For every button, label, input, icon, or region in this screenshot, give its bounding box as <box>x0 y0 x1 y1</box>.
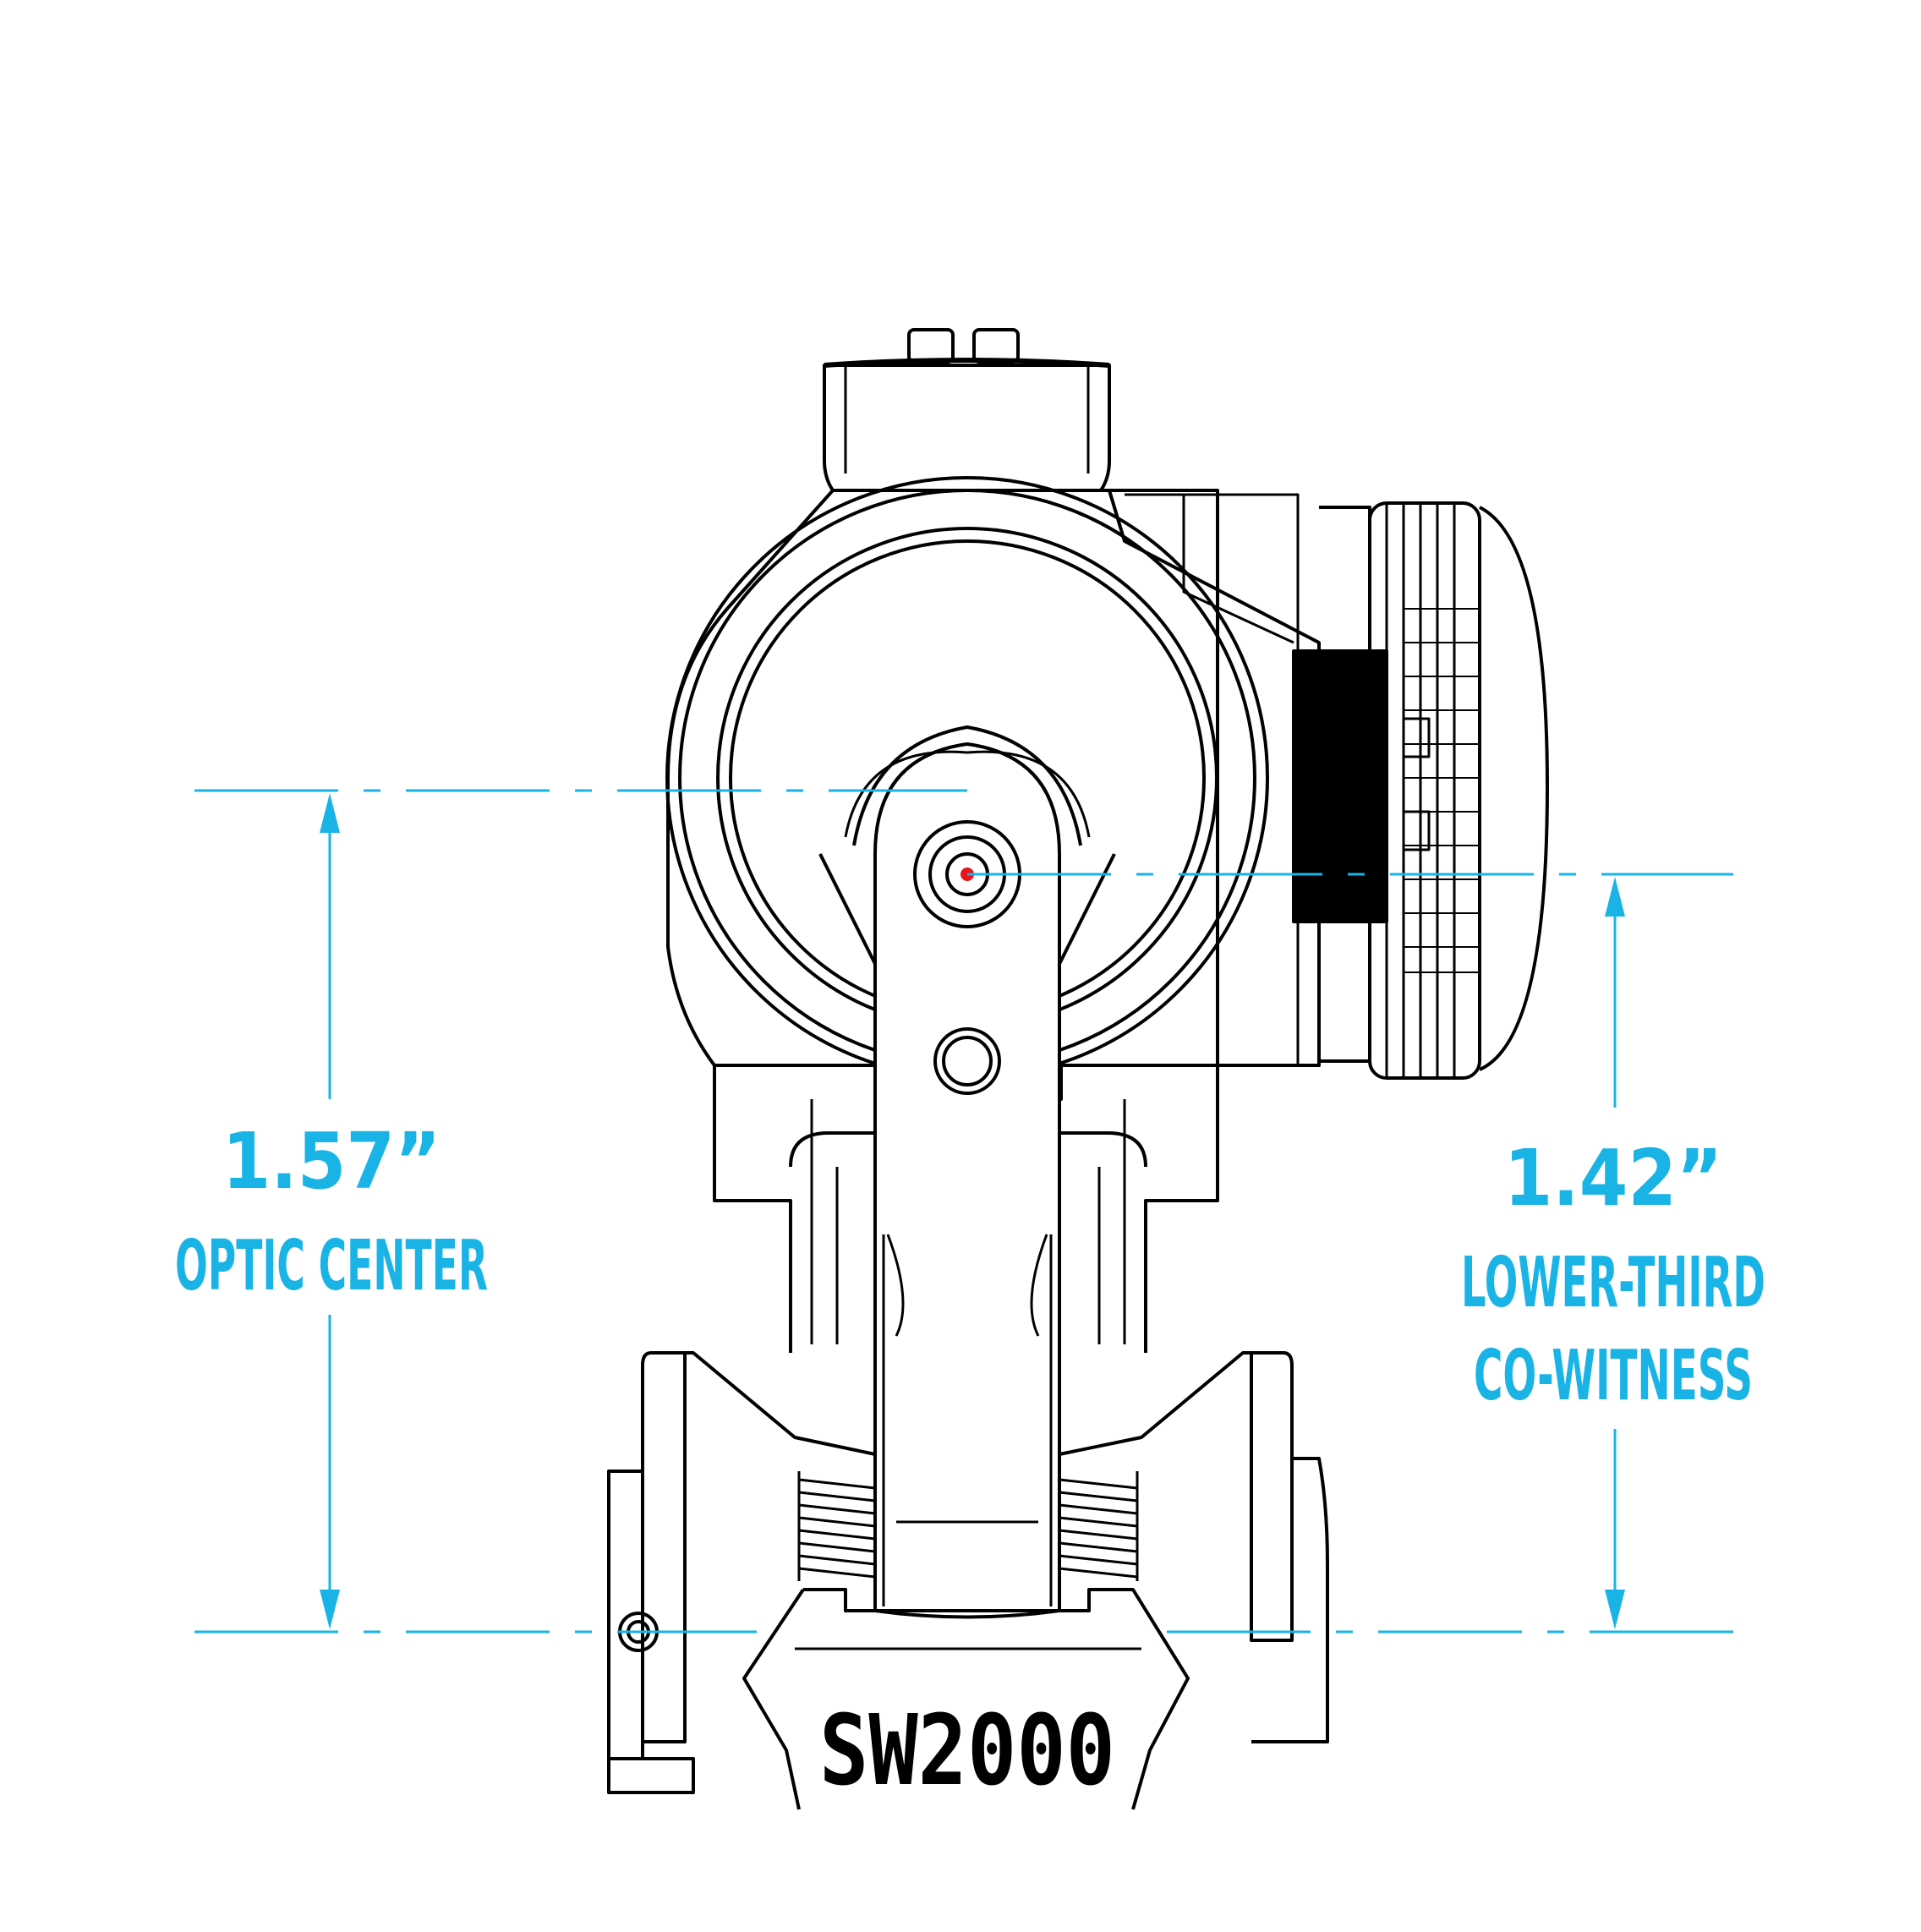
dimension-arrows <box>320 793 1625 1629</box>
elevation-turret <box>823 328 1111 492</box>
optic-drawing <box>607 328 1549 1810</box>
right-arrow-down <box>1605 1590 1625 1629</box>
rail-nose <box>742 1588 1190 1810</box>
mount-base <box>607 1351 1329 1794</box>
front-sight-post <box>818 725 1116 1619</box>
left-arrow-up <box>320 793 340 833</box>
windage-turret <box>1292 501 1549 1080</box>
right-dimension-label-line1: LOWER-THIRD <box>1461 1243 1765 1323</box>
dimension-lines <box>194 789 1733 1634</box>
left-dimension-value: 1.57” <box>222 1116 441 1207</box>
lower-housing <box>713 1065 1219 1353</box>
optic-housing <box>666 489 1321 1101</box>
cross-bolt-threads <box>797 1471 1139 1581</box>
right-dimension-label-line2: CO-WITNESS <box>1474 1336 1753 1416</box>
left-dimension-label: OPTIC CENTER <box>175 1226 488 1306</box>
right-dimension-value: 1.42” <box>1504 1133 1723 1223</box>
mount-model-label: SW2000 <box>819 1694 1115 1808</box>
left-arrow-down <box>320 1590 340 1629</box>
right-arrow-up <box>1605 877 1625 917</box>
